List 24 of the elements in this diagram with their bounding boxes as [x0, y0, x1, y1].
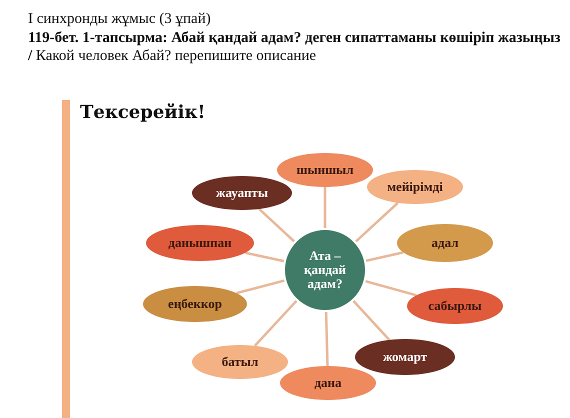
- trait-oval: дана: [280, 366, 376, 400]
- connector-line: [355, 202, 399, 242]
- connector-line: [258, 208, 296, 242]
- title: І синхронды жұмыс (3 ұпай): [28, 10, 211, 28]
- trait-oval: шыншыл: [277, 153, 373, 187]
- connector-line: [324, 312, 329, 366]
- trait-oval: еңбеккор: [143, 286, 247, 322]
- section-heading: Тексерейік!: [80, 104, 206, 122]
- trait-oval: жомарт: [355, 339, 455, 375]
- connector-line: [352, 300, 390, 341]
- trait-oval: жауапты: [192, 176, 292, 210]
- trait-oval: сабырлы: [407, 288, 503, 324]
- connector-line: [254, 300, 298, 347]
- trait-oval: мейірімді: [367, 170, 463, 204]
- trait-oval: адал: [397, 224, 493, 262]
- trait-oval: батыл: [192, 345, 288, 379]
- connector-line: [245, 252, 284, 262]
- task-text: 119-бет. 1-тапсырма: Абай қандай адам? деген сипаттаманы көшіріп жазыңыз / Какой человек Абай? перепишите описание: [28, 29, 562, 65]
- connector-line: [365, 280, 417, 296]
- connector-line: [236, 279, 285, 294]
- trait-oval: данышпан: [146, 225, 254, 261]
- connector-line: [324, 187, 326, 228]
- connector-line: [366, 251, 404, 262]
- center-circle: Ата – қандай адам?: [283, 228, 367, 312]
